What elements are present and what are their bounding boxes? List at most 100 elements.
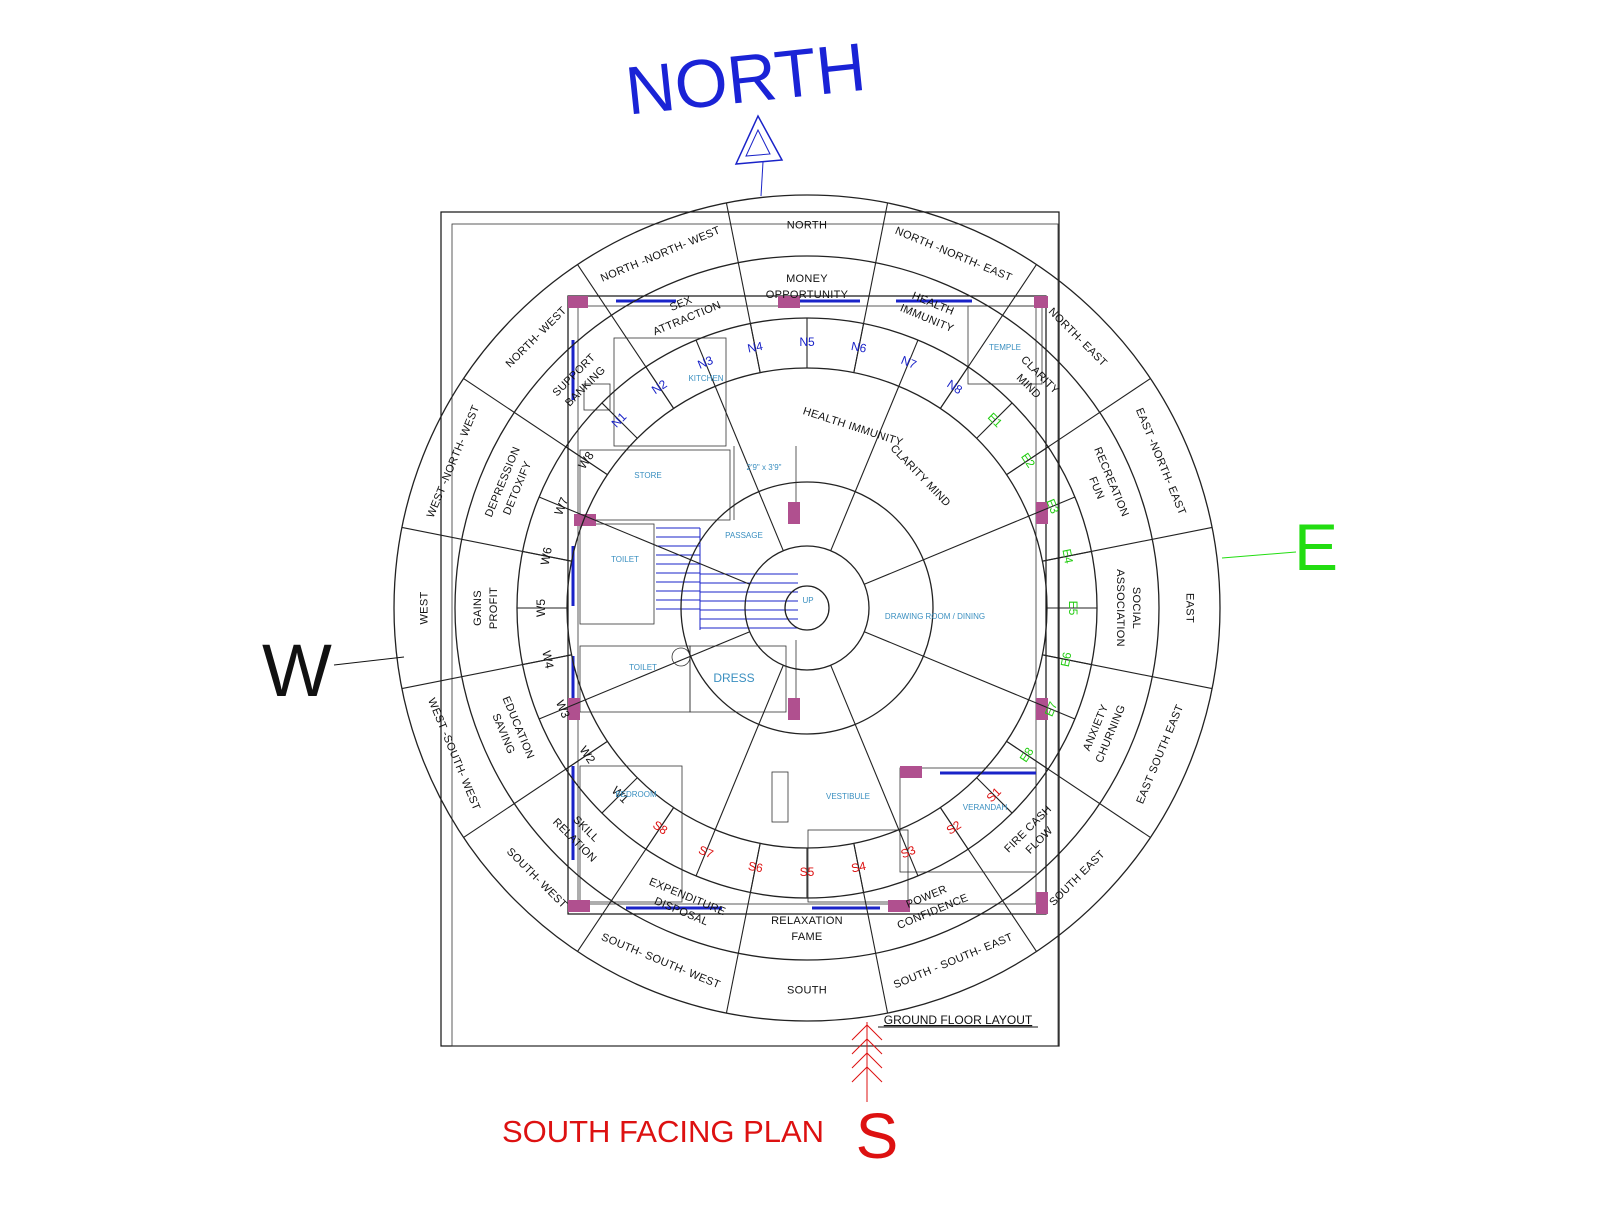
- store-room: [579, 449, 731, 521]
- pada-label: N6: [850, 339, 868, 356]
- inner-divider: [830, 665, 900, 830]
- pada-label: S8: [650, 818, 670, 838]
- quality-label: ASSOCIATION: [1114, 569, 1126, 647]
- direction-label: NORTH -NORTH- EAST: [893, 225, 1013, 284]
- layout-title: GROUND FLOOR LAYOUT: [884, 1013, 1033, 1027]
- room-kitchen: KITCHEN: [688, 374, 723, 383]
- column: [568, 900, 590, 912]
- room-labels: KITCHEN STORE PASSAGE 2'9" x 3'9" TOILET…: [611, 343, 1021, 812]
- pada-divider: [898, 829, 919, 877]
- pada-label: W4: [539, 649, 556, 670]
- pada-label: E5: [1066, 601, 1080, 616]
- pada-divider: [1028, 699, 1076, 720]
- north-label: NORTH: [622, 29, 869, 130]
- pada-divider: [522, 550, 572, 562]
- pada-label: E7: [1042, 699, 1061, 718]
- pada-label: E3: [1043, 497, 1062, 516]
- pada-label: E4: [1059, 548, 1076, 565]
- house-outline-inner: [577, 305, 1037, 905]
- column: [1034, 296, 1048, 308]
- column: [568, 296, 588, 308]
- room-store: STORE: [634, 471, 661, 480]
- direction-label: WEST: [418, 592, 430, 625]
- pada-divider: [898, 339, 919, 387]
- temple-room: [967, 305, 1043, 385]
- direction-label: SOUTH- WEST: [504, 846, 569, 911]
- ring-brahma: [744, 545, 870, 671]
- staircase: [656, 527, 798, 630]
- pada-label: S2: [944, 818, 964, 838]
- pada-divider: [645, 807, 675, 850]
- pada-divider: [522, 654, 572, 666]
- pada-divider: [565, 740, 608, 770]
- quality-label: RELAXATION: [771, 915, 843, 927]
- east-pointer: [1221, 551, 1297, 559]
- pada-label: E2: [1018, 450, 1038, 470]
- inner-divider: [864, 515, 1029, 585]
- direction-label: WEST -SOUTH- WEST: [425, 696, 482, 812]
- columns: [568, 296, 1048, 914]
- plan-title: SOUTH FACING PLAN: [502, 1114, 824, 1149]
- pada-label: E8: [1017, 745, 1037, 765]
- column: [778, 296, 800, 308]
- vestibule-room: [807, 829, 909, 903]
- pada-label: W6: [538, 546, 555, 567]
- stove: [583, 383, 611, 411]
- pada-divider: [853, 323, 865, 373]
- pada-label: W7: [551, 495, 571, 517]
- column: [1036, 502, 1048, 524]
- direction-label: WEST -NORTH- WEST: [425, 403, 482, 519]
- pada-label: N5: [799, 335, 815, 349]
- pada-divider: [1006, 446, 1049, 476]
- inner-divider: [864, 631, 1029, 701]
- pada-divider: [538, 699, 586, 720]
- direction-label: NORTH- WEST: [504, 305, 570, 371]
- north-arrow-shaft: [760, 161, 764, 197]
- pada-divider: [1006, 740, 1049, 770]
- direction-label: EAST SOUTH EAST: [1134, 703, 1186, 806]
- pada-label: S4: [850, 859, 867, 876]
- pada-divider: [601, 402, 638, 439]
- pada-divider: [976, 777, 1013, 814]
- pada-label: E6: [1058, 651, 1075, 668]
- inner-quality-1: HEALTH IMMUNITY: [801, 405, 904, 449]
- pada-divider: [695, 339, 716, 387]
- verandah-room: [899, 767, 1037, 873]
- direction-label: SOUTH- SOUTH- WEST: [599, 931, 722, 991]
- toilet-1-room: [579, 523, 655, 625]
- pada-label: W3: [553, 698, 573, 720]
- inner-quality-2: CLARITY MIND: [888, 443, 953, 510]
- room-up: UP: [802, 596, 813, 605]
- wardrobe: [771, 771, 789, 823]
- direction-label: EAST: [1184, 593, 1196, 623]
- ring-pada-inner: [566, 367, 1048, 849]
- pada-label: N3: [696, 353, 716, 372]
- pada-label: N4: [746, 339, 764, 356]
- room-toilet-1: TOILET: [611, 555, 639, 564]
- pada-label: N8: [944, 377, 965, 397]
- pada-divider: [538, 496, 586, 517]
- pada-divider: [1042, 550, 1092, 562]
- south-label: S: [856, 1100, 899, 1172]
- pada-label: W2: [577, 743, 599, 766]
- pada-divider: [749, 323, 761, 373]
- pada-divider: [749, 843, 761, 893]
- pada-label: S5: [800, 865, 815, 879]
- pada-divider: [695, 829, 716, 877]
- column: [788, 502, 800, 524]
- pada-label: S6: [747, 859, 764, 876]
- column: [1036, 892, 1048, 914]
- pada-label: N2: [649, 377, 670, 397]
- pada-divider: [976, 402, 1013, 439]
- room-passage: PASSAGE: [725, 531, 763, 540]
- column: [574, 514, 596, 526]
- pada-divider: [565, 446, 608, 476]
- direction-label: EAST -NORTH- EAST: [1133, 406, 1188, 517]
- direction-label: SOUTH: [787, 984, 827, 996]
- ring-inner-zone: [680, 481, 934, 735]
- room-vestibule: VESTIBULE: [826, 792, 870, 801]
- column: [888, 900, 910, 912]
- east-label: E: [1294, 510, 1338, 584]
